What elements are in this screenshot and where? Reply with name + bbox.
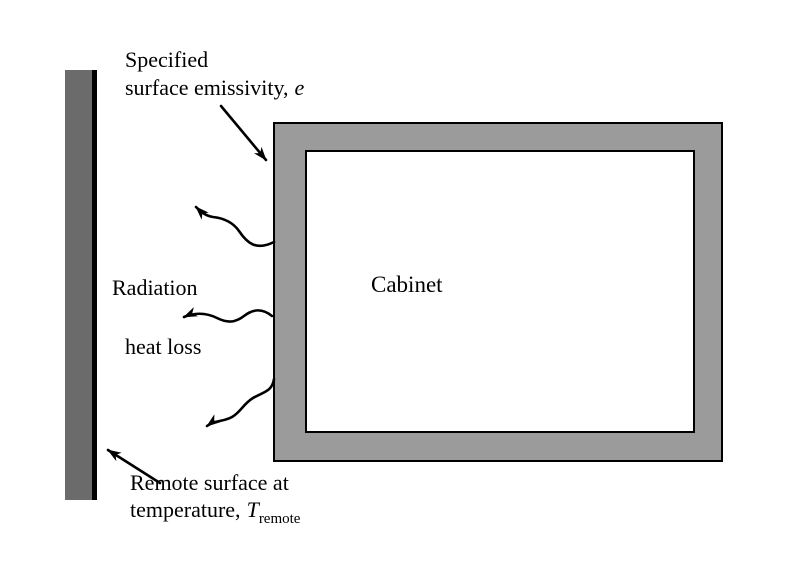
emissivity-pointer-arrow — [219, 104, 268, 162]
cabinet-interior — [305, 150, 695, 433]
emissivity-symbol: e — [294, 75, 305, 100]
emissivity-label-line1: Specified — [125, 47, 209, 72]
emissivity-label-text: surface emissivity, — [125, 75, 289, 100]
remote-surface-label-line2: temperature,Tremote — [130, 496, 300, 527]
radiation-wave-arrow-middle — [182, 307, 274, 323]
radiation-wave-arrow-bottom — [205, 377, 276, 428]
radiation-heat-loss-label-line2: heat loss — [125, 334, 202, 359]
remote-surface-bar — [65, 70, 97, 500]
emissivity-label-line2: surface emissivity,e — [125, 74, 304, 102]
remote-surface-label: Remote surface at temperature,Tremote — [130, 469, 300, 527]
radiation-wave-arrow-top — [194, 205, 276, 248]
remote-surface-label-line1: Remote surface at — [130, 470, 289, 495]
remote-temperature-symbol: T — [246, 497, 259, 522]
remote-temperature-subscript: remote — [258, 511, 301, 527]
cabinet-label: Cabinet — [371, 272, 443, 297]
remote-surface-label-text: temperature, — [130, 497, 241, 522]
emissivity-label: Specified surface emissivity,e — [125, 46, 304, 102]
radiation-heat-loss-label-line1: Radiation — [112, 275, 198, 300]
